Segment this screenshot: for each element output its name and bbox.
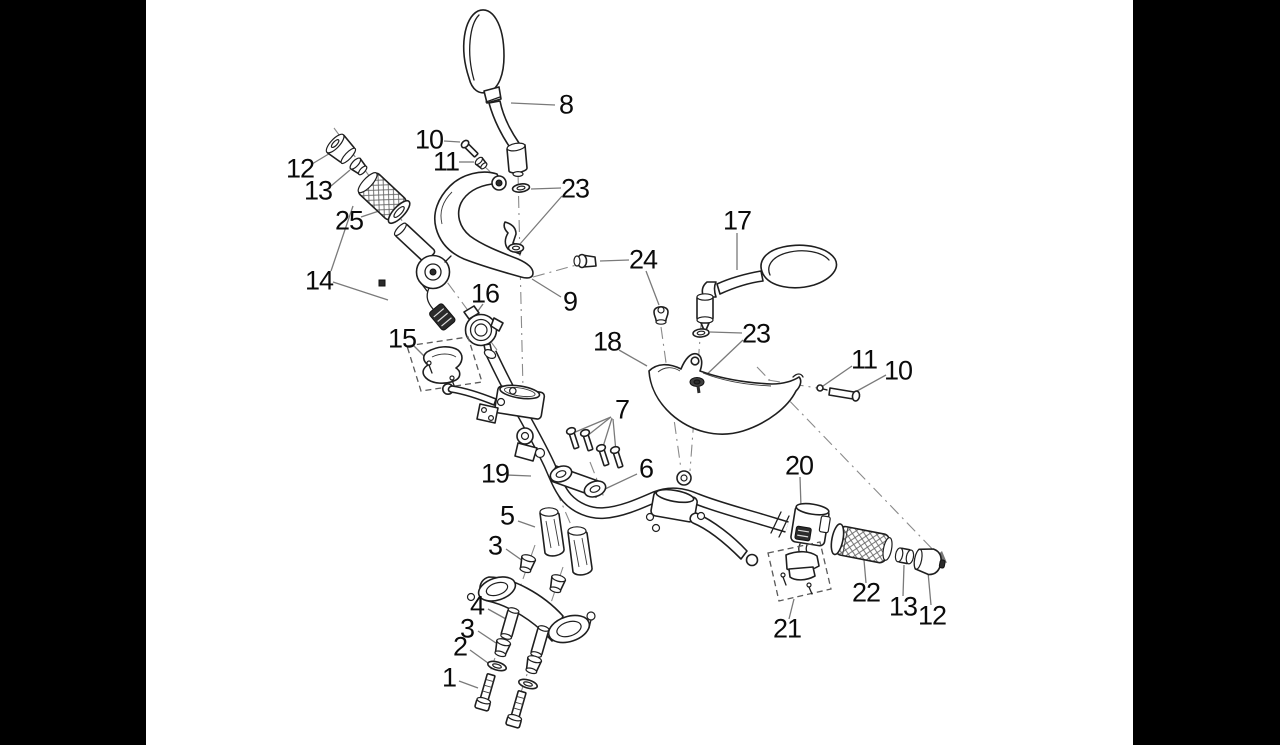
part-callout-10-left[interactable]: 10 xyxy=(414,124,444,155)
part-callout-18[interactable]: 18 xyxy=(592,326,622,357)
construction-line-left-guard-tip-axis xyxy=(532,263,581,278)
switch-housing-lower-kit xyxy=(767,541,832,602)
throttle-switch-housing xyxy=(790,502,831,559)
part-callout-24[interactable]: 24 xyxy=(628,244,658,275)
part-callout-23-right[interactable]: 23 xyxy=(741,318,771,349)
part-callout-19[interactable]: 19 xyxy=(480,458,510,489)
parts-artwork xyxy=(325,9,947,729)
clutch-lever-assembly xyxy=(441,382,546,462)
triple-clamp-bracket xyxy=(466,576,596,644)
left-handguard xyxy=(434,171,534,279)
part-callout-1[interactable]: 1 xyxy=(441,662,457,693)
part-callout-15[interactable]: 15 xyxy=(387,323,417,354)
left-grip xyxy=(357,172,411,225)
throttle-tube xyxy=(378,222,456,331)
part-callout-21[interactable]: 21 xyxy=(772,613,802,644)
part-callout-10-right[interactable]: 10 xyxy=(883,355,913,386)
part-callout-20[interactable]: 20 xyxy=(784,450,814,481)
part-callout-8[interactable]: 8 xyxy=(558,89,574,120)
construction-line-right-guard-to-barend xyxy=(756,366,941,558)
bar-risers xyxy=(539,507,593,576)
part-callout-13-right[interactable]: 13 xyxy=(888,591,918,622)
part-callout-22[interactable]: 22 xyxy=(851,577,881,608)
brake-lever-ball xyxy=(745,553,759,567)
right-mirror-washer xyxy=(692,328,710,338)
right-mirror-base xyxy=(696,293,714,331)
part-callout-12-right[interactable]: 12 xyxy=(917,600,947,631)
right-handguard-bolt xyxy=(828,387,861,402)
riser-bushings-upper xyxy=(519,554,567,594)
right-handguard-pin xyxy=(816,384,828,392)
bar-break-lines xyxy=(770,511,790,538)
part-callout-17[interactable]: 17 xyxy=(722,205,752,236)
part-callout-25[interactable]: 25 xyxy=(334,205,364,236)
assembly-marker-square xyxy=(378,279,386,287)
left-handguard-bolt xyxy=(460,139,479,158)
handguard-tip-bolt xyxy=(573,253,597,269)
left-handguard-nut xyxy=(474,156,488,170)
left-mirror xyxy=(462,9,528,178)
part-callout-12-left[interactable]: 12 xyxy=(285,153,315,184)
right-handguard-mount-bolt xyxy=(689,377,705,394)
part-callout-11-right[interactable]: 11 xyxy=(850,344,878,375)
handlebar-clamp xyxy=(549,465,607,498)
leader-lines xyxy=(311,102,932,689)
handguard-tip-nut xyxy=(653,305,669,325)
right-grip xyxy=(830,523,893,564)
riser-spacers xyxy=(500,607,550,658)
part-callout-13-left[interactable]: 13 xyxy=(303,175,333,206)
left-switch-cluster xyxy=(463,305,504,355)
riser-washers xyxy=(487,660,538,690)
right-bar-end-weight xyxy=(913,548,946,576)
riser-bushings-lower xyxy=(494,638,543,675)
right-bar-end-nut xyxy=(894,547,915,565)
clamp-bolts xyxy=(565,426,624,469)
brake-lever-assembly xyxy=(645,470,759,567)
part-callout-4[interactable]: 4 xyxy=(469,590,485,621)
left-bar-end-weight xyxy=(325,133,357,165)
left-mirror-washer xyxy=(511,183,531,193)
part-callout-7[interactable]: 7 xyxy=(614,394,630,425)
part-callout-6[interactable]: 6 xyxy=(638,453,654,484)
diagram-canvas xyxy=(146,0,1133,745)
part-callout-16[interactable]: 16 xyxy=(470,278,500,309)
right-mirror xyxy=(696,244,838,331)
left-switch-housing-kit xyxy=(406,336,483,392)
left-mirror-base xyxy=(506,142,528,178)
part-callout-3-lower[interactable]: 3 xyxy=(459,613,475,644)
part-callout-2[interactable]: 2 xyxy=(452,631,468,662)
part-callout-14[interactable]: 14 xyxy=(304,265,334,296)
part-callout-11-left[interactable]: 11 xyxy=(432,146,460,177)
riser-bolts xyxy=(474,673,527,729)
part-callout-23-left[interactable]: 23 xyxy=(560,173,590,204)
left-bar-end-nut xyxy=(349,157,368,176)
part-callout-5[interactable]: 5 xyxy=(499,500,515,531)
right-handguard xyxy=(648,352,804,435)
part-callout-3-upper[interactable]: 3 xyxy=(487,530,503,561)
part-callout-9[interactable]: 9 xyxy=(562,286,578,317)
